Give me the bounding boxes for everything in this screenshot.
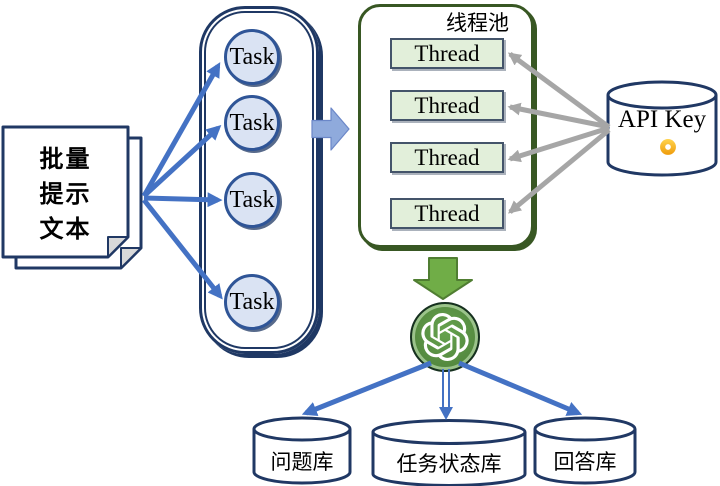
openai-knot-icon (421, 313, 469, 361)
thread-box-1: Thread (390, 38, 504, 69)
task-status-db-label: 任务状态库 (396, 453, 502, 476)
thread-pool-container: 线程池 Thread Thread Thread Thread (358, 4, 534, 248)
batch-prompt-text-label: 批量 提示 文本 (3, 142, 128, 247)
batch-document-icon (1, 125, 143, 270)
task-status-db-cylinder (371, 419, 527, 486)
key-icon (645, 136, 679, 170)
thread-pool-title: 线程池 (446, 12, 509, 35)
green-down-arrow (413, 257, 473, 300)
answer-db-label: 回答库 (553, 451, 617, 474)
task-label: Task (229, 288, 275, 315)
task-node-1: Task (224, 29, 280, 85)
api-key-label: API Key (617, 106, 707, 133)
task-label: Task (229, 109, 275, 136)
api-key-cylinder (606, 80, 718, 177)
question-db-label: 问题库 (270, 451, 334, 474)
thread-box-3: Thread (390, 142, 504, 173)
task-node-2: Task (224, 95, 280, 151)
openai-logo (410, 302, 480, 372)
doc-line-2: 提示 (39, 181, 92, 208)
task-node-3: Task (224, 172, 280, 228)
task-label: Task (229, 43, 275, 70)
question-db-cylinder (252, 416, 352, 485)
task-label: Task (229, 186, 275, 213)
thread-label: Thread (414, 144, 480, 170)
thread-box-2: Thread (390, 90, 504, 121)
thread-box-4: Thread (390, 198, 504, 229)
thread-label: Thread (414, 200, 480, 226)
thread-label: Thread (414, 92, 480, 118)
thread-label: Thread (414, 40, 480, 66)
answer-db-cylinder (533, 416, 637, 485)
doc-line-1: 批量 (39, 146, 92, 173)
doc-line-3: 文本 (39, 216, 92, 243)
task-node-4: Task (224, 274, 280, 330)
